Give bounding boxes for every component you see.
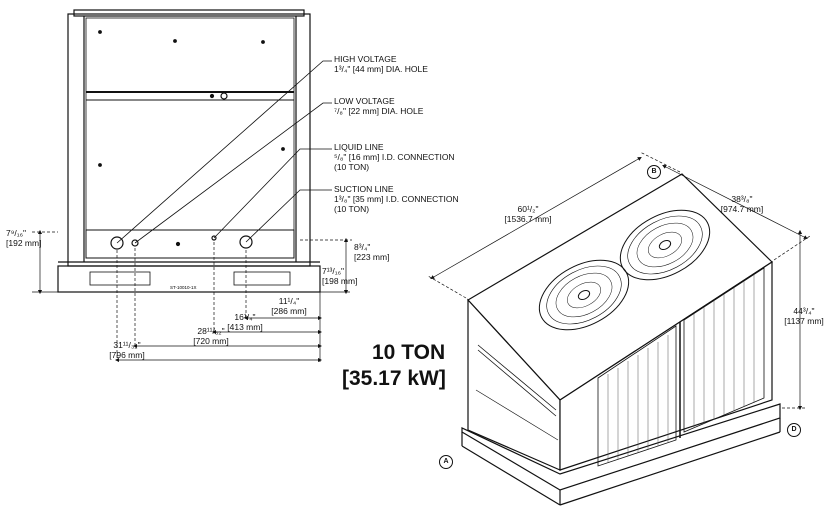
dim-right-upper: 8³/₄" [223 mm] [354,242,390,262]
base-label: ST-10010-1X [170,285,197,290]
callout-low-voltage: LOW VOLTAGE ⁷/₈" [22 mm] DIA. HOLE [334,96,424,116]
dim-unit-length: 60¹/₂" [1536.7 mm] [504,204,552,224]
unit-dim-lines [427,151,811,411]
dim-right-lower: 7¹³/₁₆" [198 mm] [322,266,358,286]
coil-hatching [607,275,755,462]
corner-marker-a: A [439,455,453,469]
dim-h2: 16¹/₄" [413 mm] [227,312,263,332]
dim-left-height: 7⁹/₁₆" [192 mm] [6,228,42,248]
callout-leaders [116,60,332,244]
corner-marker-b: B [647,165,661,179]
corner-marker-d: D [787,423,801,437]
callout-liquid-line: LIQUID LINE ⁵/₈" [16 mm] I.D. CONNECTION… [334,142,455,172]
front-dim-lines [32,229,352,363]
dim-unit-width: 38³/₈" [974.7 mm] [720,194,764,214]
front-view [57,9,321,293]
callout-suction-line: SUCTION LINE 1³/₈" [35 mm] I.D. CONNECTI… [334,184,459,214]
rating-power: [35.17 kW] [342,367,446,390]
dim-h3: 28¹¹/₃₂" [720 mm] [193,326,229,346]
rating-capacity: 10 TON [372,341,446,364]
dim-unit-height: 44³/₄" [1137 mm] [784,306,824,326]
callout-high-voltage: HIGH VOLTAGE 1³/₄" [44 mm] DIA. HOLE [334,54,428,74]
dim-h4: 31¹¹/₃₂" [796 mm] [109,340,145,360]
dim-h1: 11¹/₄" [286 mm] [271,296,307,316]
